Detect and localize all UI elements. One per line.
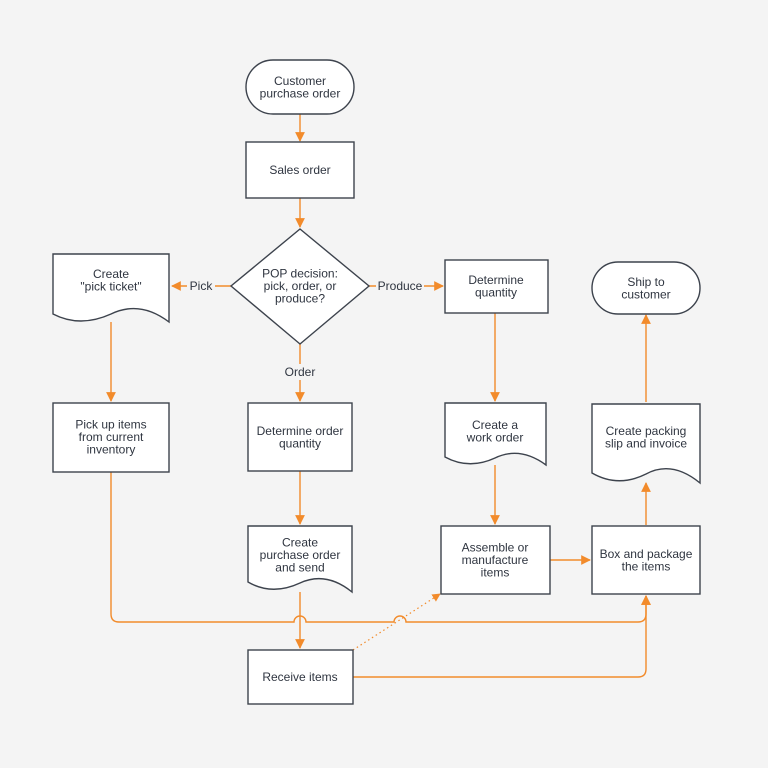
label-pop-decision-line: pick, order, or (264, 279, 337, 293)
edge-receive-to-box (353, 595, 651, 678)
sales-order-box (245, 141, 355, 199)
label-packing-slip-line: Create packing (606, 424, 687, 438)
det-qty-box (444, 259, 549, 314)
label-receive: Receive items (262, 670, 337, 684)
create-po-document (247, 525, 353, 594)
label-receive-line: Receive items (262, 670, 337, 684)
label-det-order-qty-line: Determine order (257, 424, 344, 438)
label-work-order-line: Create a (472, 418, 518, 432)
label-packing-slip-line: slip and invoice (605, 436, 687, 450)
label-det-qty-line: quantity (475, 285, 517, 299)
label-sales-order-line: Sales order (269, 163, 330, 177)
label-box-package-line: the items (622, 559, 671, 573)
edge-label-pick: Pick (190, 279, 214, 293)
label-pick-up-line: from current (79, 430, 144, 444)
label-pick-ticket-line: Create (93, 267, 129, 281)
connectors (106, 114, 651, 678)
label-assemble-line: manufacture (462, 553, 529, 567)
label-det-order-qty-line: quantity (279, 436, 321, 450)
label-ship-line: Ship to (627, 275, 665, 289)
receive-box (247, 649, 354, 705)
label-create-po-line: Create (282, 536, 318, 550)
label-customer-po-line: Customer (274, 74, 326, 88)
work-order-document (444, 402, 547, 467)
det-order-qty-box (247, 402, 353, 472)
label-box-package-line: Box and package (600, 547, 693, 561)
shapes (52, 59, 701, 705)
edge-receive-to-assemble-dotted (352, 593, 441, 651)
pick-ticket-document (52, 253, 170, 324)
label-work-order-line: work order (466, 430, 524, 444)
label-create-po-line: purchase order (260, 548, 341, 562)
label-det-qty-line: Determine (468, 273, 524, 287)
edge-label-produce: Produce (378, 279, 423, 293)
label-create-po-line: and send (275, 561, 324, 575)
customer-po-terminator (245, 59, 355, 115)
edge-label-order: Order (285, 365, 316, 379)
label-assemble-line: items (481, 566, 510, 580)
edge-labels: Pick Produce Order (187, 278, 424, 380)
label-assemble-line: Assemble or (462, 541, 529, 555)
label-pop-decision-line: POP decision: (262, 267, 338, 281)
packing-slip-document (591, 403, 701, 485)
assemble-box (440, 525, 551, 595)
label-pick-up-line: inventory (87, 443, 136, 457)
label-pop-decision-line: produce? (275, 292, 325, 306)
pop-decision-diamond (229, 228, 371, 345)
label-customer-po-line: purchase order (260, 86, 341, 100)
label-pick-ticket-line: "pick ticket" (80, 279, 141, 293)
label-pick-up-line: Pick up items (75, 418, 146, 432)
label-ship-line: customer (621, 287, 670, 301)
label-sales-order: Sales order (269, 163, 330, 177)
ship-terminator (591, 261, 701, 315)
label-pick-ticket: Create"pick ticket" (80, 267, 141, 294)
edge-pickup-to-box (110, 472, 651, 623)
box-package-box (591, 525, 701, 595)
pick-up-box (52, 402, 170, 473)
